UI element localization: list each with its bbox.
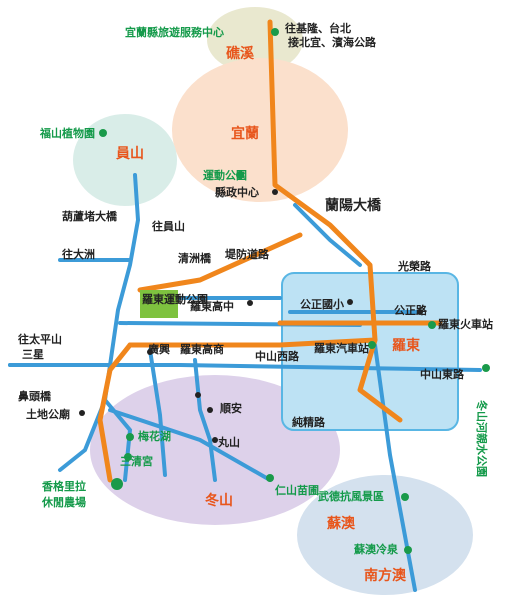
highway-dike [137, 232, 303, 293]
dot-luodong-high [247, 300, 253, 306]
region-jiaoxi-bubble [207, 7, 303, 73]
label-to-taipingshan: 往太平山 [18, 332, 62, 346]
label-dongshan-river: 冬山河親水公園 [475, 400, 489, 477]
dot-land-temple [79, 410, 85, 416]
dot-meihua [126, 433, 134, 441]
dot-wanshan [212, 437, 218, 443]
dot-shunan [207, 407, 213, 413]
label-guangxing: 廣興 [148, 342, 170, 356]
road-yuanshan [103, 173, 141, 402]
label-gongzheng-rd: 公正路 [394, 303, 428, 317]
region-yuanshan-bubble [73, 114, 177, 206]
road-east [8, 363, 482, 372]
dot-gongzheng-rd [417, 309, 423, 315]
region-suao-bubble [297, 475, 473, 595]
road-meihua [103, 398, 133, 482]
dot-sports-park [236, 171, 244, 179]
label-county-center: 縣政中心 [215, 185, 259, 199]
dot-dongshan-river [482, 364, 490, 372]
label-wanshan: 丸山 [217, 435, 240, 449]
luodong-sports-park-area [140, 290, 178, 318]
highway-west [127, 337, 378, 348]
label-dike: 堤防道路 [225, 247, 270, 261]
label-wude: 武德抗風景區 [318, 489, 384, 503]
label-xiangli2: 休閒農場 [41, 495, 86, 509]
label-sanqing: 三清宮 [120, 454, 153, 468]
dot-luodong-park [368, 341, 376, 349]
label-nanfangao: 南方澳 [364, 567, 407, 584]
label-yuchuan: 光榮路 [397, 259, 432, 273]
dot-wude [401, 493, 409, 501]
dot-visitor-center [271, 28, 279, 36]
road-gas [193, 358, 217, 482]
label-keelung2: 接北宜、濱海公路 [288, 35, 377, 49]
highway-guangxing [97, 342, 133, 483]
label-qingshui: 清洲橋 [178, 251, 212, 265]
road-zhongshan-e [373, 343, 417, 592]
label-to-keelung: 往基隆、台北 [285, 21, 351, 35]
road-dongshan [108, 408, 272, 482]
label-to-datong: 往大洲 [62, 247, 95, 261]
road-lanyang [293, 203, 362, 267]
label-shunan: 順安 [220, 401, 242, 415]
label-xiangli: 香格里拉 [41, 479, 86, 493]
label-suao-spring: 蘇澳冷泉 [353, 542, 399, 556]
label-fushan: 福山植物園 [39, 126, 95, 140]
label-sports-park: 運動公園 [203, 168, 247, 182]
label-renshan: 仁山苗圃 [275, 483, 319, 497]
label-meihua: 梅花湖 [138, 429, 171, 443]
dot-guangxing [147, 349, 153, 355]
label-visitor-center: 宜蘭縣旅遊服務中心 [125, 25, 224, 39]
label-yuanshan: 員山 [115, 146, 144, 162]
road-guangxing [148, 348, 167, 477]
dot-gas [195, 392, 201, 398]
highway-main [267, 19, 403, 423]
dot-renshan [266, 474, 274, 482]
label-luodong-station: 羅東火車站 [438, 317, 493, 331]
label-luodong-high: 羅東高中 [190, 299, 234, 313]
label-jiaoxi: 礁溪 [226, 45, 255, 62]
label-suao: 蘇澳 [326, 515, 356, 532]
label-zhongshan-e: 中山東路 [420, 367, 465, 381]
label-luodong-highcom: 羅東高商 [180, 342, 224, 356]
label-gongzheng-school: 公正國小 [300, 297, 344, 311]
label-zhongshan-w: 中山西路 [255, 349, 300, 363]
label-to-yuanshan: 往員山 [152, 219, 185, 233]
dot-xiangli [111, 478, 123, 490]
dot-fushan [99, 129, 107, 137]
dot-county-center [272, 189, 278, 195]
label-yuqing: 純精路 [292, 415, 326, 429]
label-dongshan: 冬山 [205, 492, 233, 509]
dot-gongzheng [347, 299, 353, 305]
dot-suao-spring [404, 546, 412, 554]
region-yilan-bubble [172, 58, 348, 202]
label-hulu: 葫蘆堵大橋 [62, 209, 118, 223]
label-luodong: 羅東 [392, 337, 420, 354]
label-land-temple: 土地公廟 [26, 407, 70, 421]
dot-luodong-station [428, 321, 436, 329]
label-sanxing: 三星 [22, 348, 44, 361]
label-yilan: 宜蘭 [231, 125, 259, 142]
label-luodong-sports: 羅東運動公園 [142, 292, 208, 306]
label-dongtou: 鼻頭橋 [18, 389, 52, 403]
dot-sanqing [124, 453, 132, 461]
label-luodong-bus: 羅東汽車站 [314, 341, 369, 355]
label-lanyang-bridge: 蘭陽大橋 [325, 197, 382, 214]
